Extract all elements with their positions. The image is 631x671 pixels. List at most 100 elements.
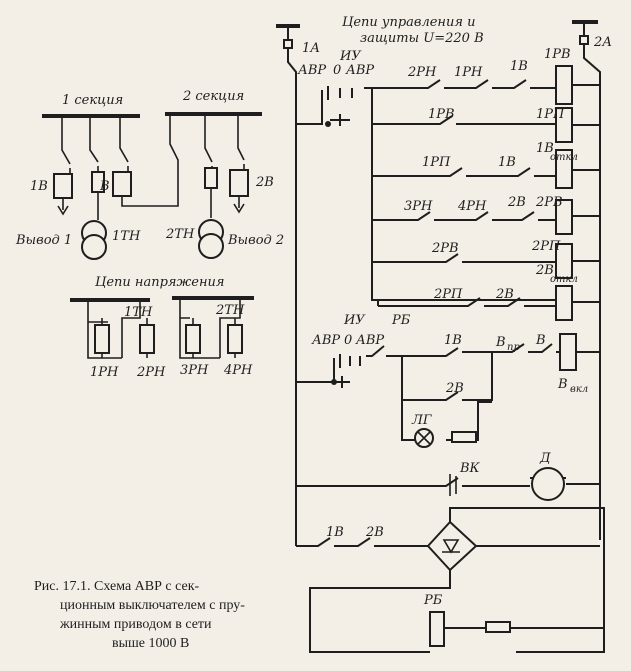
row6-2v: 2В [495,287,514,302]
row5-contacts [372,253,556,263]
lamp-branch [401,352,493,441]
avr2-right-label: АВР [355,333,384,348]
supply-1a-label: 1А [302,41,320,56]
power-circuit: 1 секция 2 секция 1В 1ТН Вывод 1 В 2ТН [15,89,284,260]
motor-d [531,467,565,501]
row5-2rv: 2РВ [431,241,459,256]
row2-1rv: 1РВ [428,107,455,122]
row11-1v: 1В [326,525,344,540]
rb-resistor [485,621,511,633]
motor-row [296,477,530,487]
coil-on-subscript: вкл [570,384,588,395]
tn2-winding-b [198,233,224,259]
avr1-pivot [325,121,331,127]
caption-line-4: выше 1000 В [112,636,189,651]
row4-4rn: 4РН [457,199,487,214]
lamp-cross [417,431,431,445]
section-1-label: 1 секция [62,93,123,108]
supply-2a-label: 2А [593,35,612,50]
coil-v-on-label: В [557,377,568,392]
row7-pr-subscript: пр [507,342,520,353]
tn1-secondary-label: 1ТН [124,305,153,320]
row7-v: В [535,333,546,348]
row11-contacts [296,537,428,547]
row6-2v-coil-label: 2В [535,263,554,278]
row7-contacts [366,343,560,357]
bus-avr1 [364,87,570,301]
section-tie-wire [121,114,179,207]
avr2-pivot [331,379,337,385]
rn-1-2-loop [87,300,141,359]
relay-4rn [227,324,243,354]
voltage-circuits: Цепи напряжения 1ТН 2ТН 1РН 2РН 3РН 4РН [70,275,254,380]
row6-2rp: 2РП [433,287,463,302]
rb-coil-label: РБ [423,593,443,608]
iu1-label: ИУ [339,49,362,64]
row3-contacts [372,167,556,177]
avr1-switch [296,86,353,126]
avr1-zero-label: 0 [333,63,341,78]
tn1-label: 1ТН [112,229,141,244]
row3-1v: 1В [498,155,516,170]
breaker-2v [229,169,249,197]
breaker-1v-label: 1В [30,179,48,194]
coil-v-on [559,333,577,371]
row1-1rv-label: 1РВ [544,47,571,62]
section-2-label: 2 секция [182,89,244,104]
tn2-label: 2ТН [165,227,195,242]
output-1-arrow [57,198,69,216]
row11-2v: 2В [365,525,384,540]
motor-label: Д [539,451,551,466]
row2-contacts [296,115,556,125]
breaker-1v-disconnector [61,116,71,174]
relay-1rn-label: 1РН [90,365,119,380]
relay-2rn-label: 2РН [136,365,166,380]
avr2-switch [296,354,361,388]
tn2-disconnector [204,114,213,170]
voltage-circuits-title: Цепи напряжения [95,275,225,290]
relay-1rn [94,324,110,354]
row1-2rn: 2РН [407,65,437,80]
row3-1rp: 1РП [422,155,451,170]
coil-1rv [555,65,573,105]
section-breaker-disconnector-1 [119,116,129,172]
output-2-arrow [233,196,245,214]
lamp-label: ЛГ [411,413,432,428]
relay-3rn-label: 3РН [180,363,209,378]
section-breaker-label: В [99,179,110,194]
right-rail [579,22,601,540]
row3-off-subscript: откл [550,152,578,163]
tn1-disconnector [89,116,99,172]
row8-2v: 2В [445,381,464,396]
rectifier-bridge [426,520,478,572]
avr2-zero-label: 0 [344,333,352,348]
row4-3rn: 3РН [404,199,433,214]
motor-leads [530,477,600,485]
avr2-left-label: АВР [311,333,340,348]
iu2-label: ИУ [343,313,366,328]
relay-3rn [185,324,201,354]
coil-2v-off [555,285,573,321]
row6-contacts [372,297,556,307]
vk-contact [449,474,457,496]
output-1-label: Вывод 1 [15,233,72,248]
vk-label: ВК [459,461,481,476]
rectifier-loop [309,507,605,653]
tn2-secondary-label: 2ТН [215,303,245,318]
relay-2rn [139,324,155,354]
row6-off-subscript: откл [550,274,578,285]
figure-caption: Рис. 17.1. Схема АВР с сек- ционным выкл… [34,579,245,651]
caption-line-2: ционным выключателем с пру- [60,598,245,613]
tn2-fuse [204,167,218,189]
row4-contacts [372,211,556,221]
control-circuits: Цепи управления и защиты U=220 В 1А 2А И… [276,15,612,653]
row7-v-pr: В [495,335,506,350]
row4-2rv-label: 2РВ [535,195,563,210]
rectifier-diode [442,539,460,554]
caption-line-1: Рис. 17.1. Схема АВР с сек- [34,579,200,594]
row1-contacts [372,79,556,89]
left-rail [283,26,297,546]
rb-contact-label: РБ [391,313,411,328]
row3-1v-coil-label: 1В [536,141,554,156]
